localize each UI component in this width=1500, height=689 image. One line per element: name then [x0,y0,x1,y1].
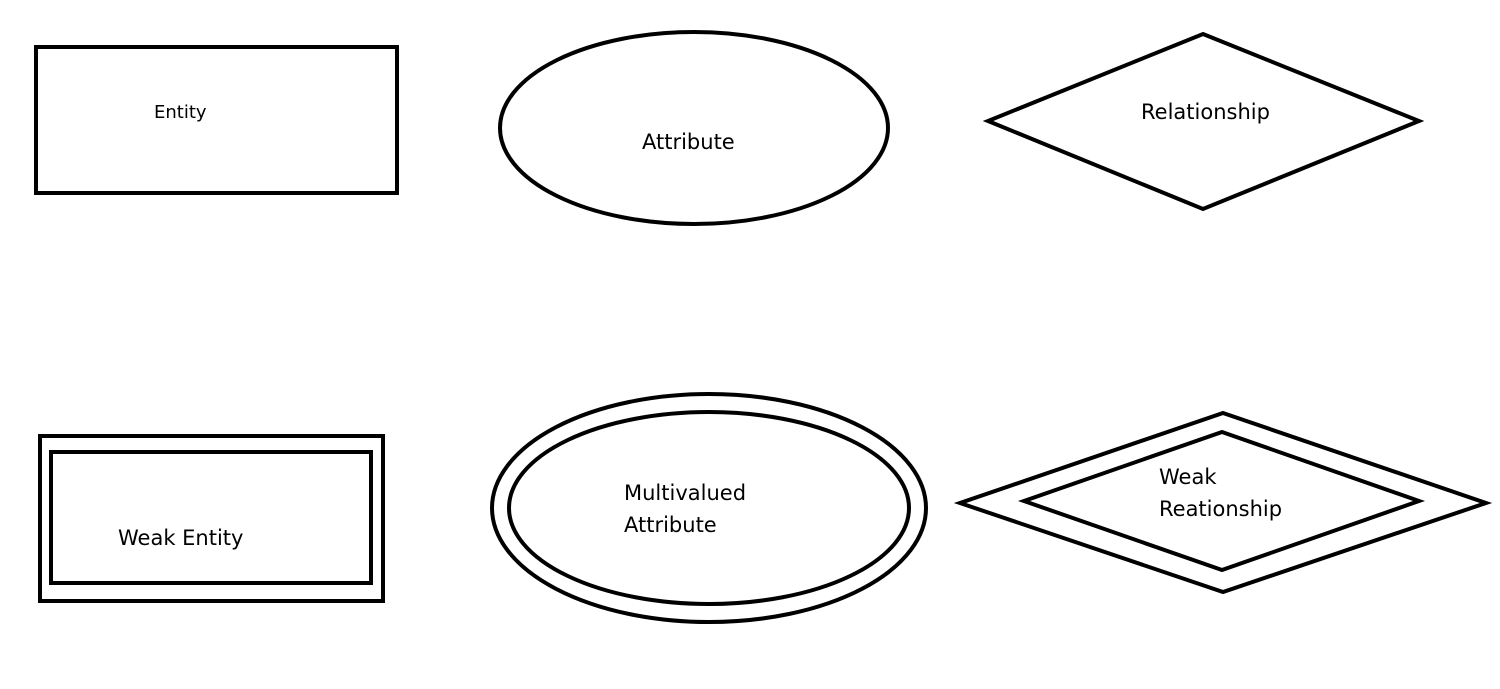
multivalued-attribute-inner-ellipse [507,410,911,606]
attribute-symbol: Attribute [498,30,890,226]
entity-rectangle [34,45,399,195]
weak-relationship-outer-diamond [953,410,1493,595]
relationship-diamond [982,31,1425,212]
multivalued-attribute-label-line2: Attribute [624,513,717,537]
entity-label: Entity [154,102,207,123]
weak-entity-label: Weak Entity [118,526,243,550]
weak-relationship-label-line2: Reationship [1159,497,1282,521]
attribute-ellipse [498,30,890,226]
weak-relationship-label-line1: Weak [1159,465,1217,489]
weak-relationship-symbol: Weak Reationship [953,410,1493,595]
weak-entity-outer-rectangle [38,434,385,603]
weak-relationship-inner-diamond [1017,429,1426,573]
multivalued-attribute-outer-ellipse [490,392,928,624]
attribute-label: Attribute [642,130,735,154]
weak-entity-symbol: Weak Entity [38,434,385,603]
weak-entity-inner-rectangle [49,450,373,585]
multivalued-attribute-label-line1: Multivalued [624,481,746,505]
multivalued-attribute-symbol: Multivalued Attribute [490,392,928,624]
entity-symbol: Entity [34,45,399,195]
relationship-symbol: Relationship [982,31,1425,212]
relationship-label: Relationship [1141,100,1270,124]
